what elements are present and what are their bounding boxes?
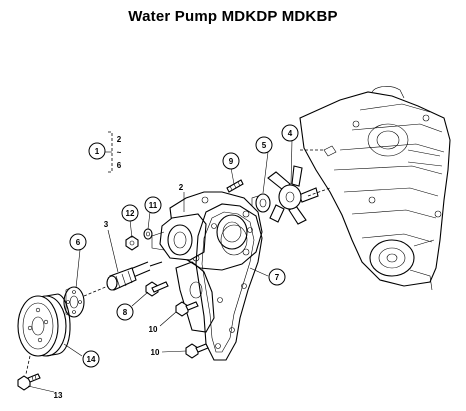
callout-12-label: 12 [126, 209, 135, 218]
callout-13-label: 13 [54, 391, 63, 400]
gasket-part [195, 203, 263, 361]
callout-2-label: 2 [179, 183, 184, 192]
shaft-bearing-part [83, 261, 163, 297]
callout-11: 11 [144, 196, 162, 214]
bracket-tilde-label: ~ [117, 148, 122, 157]
bolt-8-part [145, 281, 169, 297]
callout-14: 14 [82, 350, 100, 368]
bolt-part [17, 373, 41, 391]
callout-10-lower: 10 [151, 348, 160, 357]
pulley-part [17, 293, 71, 375]
seal-part [251, 193, 271, 213]
callout-14-label: 14 [87, 355, 96, 364]
nut-part [125, 235, 139, 251]
callout-8-label: 8 [123, 308, 128, 317]
callout-4-label: 4 [288, 129, 293, 138]
callout-9: 9 [222, 152, 240, 170]
callout-7: 7 [268, 268, 286, 286]
callout-8: 8 [116, 303, 134, 321]
callout-10-upper: 10 [149, 325, 158, 334]
callout-2: 2 [179, 183, 184, 192]
bracket-top-label: 2 [117, 135, 122, 144]
callout-7-label: 7 [275, 273, 280, 282]
callout-5: 5 [255, 136, 273, 154]
stud-bolt-part [226, 179, 244, 193]
callout-10-lower-label: 10 [151, 348, 160, 357]
impeller-part [267, 165, 331, 225]
bolt-10-upper-part [175, 301, 199, 317]
callout-10-upper-label: 10 [149, 325, 158, 334]
bolt-10-lower-part [185, 343, 209, 359]
callout-1-label: 1 [95, 147, 100, 156]
engine-block [299, 86, 451, 291]
bracket-bottom-label: 6 [117, 161, 122, 170]
callout-3-label: 3 [104, 220, 109, 229]
water-pump-body [151, 191, 263, 271]
callout-5-label: 5 [262, 141, 267, 150]
callout-9-label: 9 [229, 157, 234, 166]
callout-11-label: 11 [149, 201, 158, 210]
leader-lines [27, 139, 293, 393]
washer-part [143, 228, 153, 240]
callout-1: 1 [88, 142, 106, 160]
pulley-hub-part [63, 286, 85, 318]
page-title: Water Pump MDKDP MDKBP [128, 8, 338, 25]
callout-13: 13 [54, 391, 63, 400]
cover-plate-part [175, 261, 215, 333]
callout-4: 4 [281, 124, 299, 142]
callout-6-label: 6 [76, 238, 81, 247]
callout-12: 12 [121, 204, 139, 222]
callout-3: 3 [104, 220, 109, 229]
callout-6: 6 [69, 233, 87, 251]
